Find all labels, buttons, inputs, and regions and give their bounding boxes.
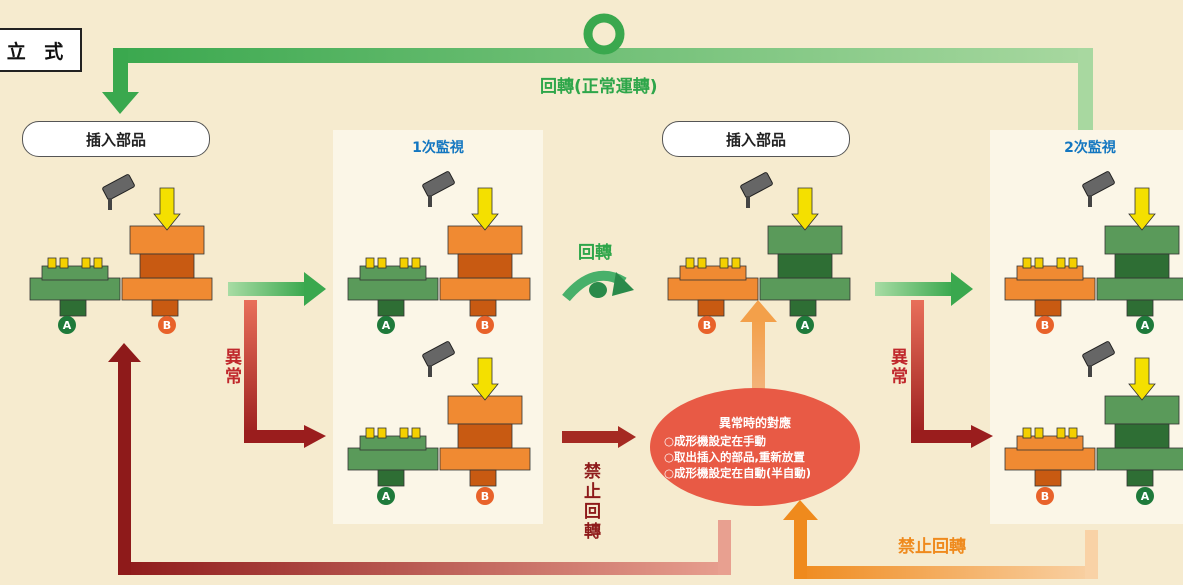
top-rotation-label: 回轉(正常運轉) bbox=[540, 77, 658, 97]
insert-parts-label-2: 插入部品 bbox=[662, 121, 850, 157]
station-badge-a: A bbox=[58, 316, 76, 334]
response-heading: 異常時的對應 bbox=[718, 415, 791, 430]
lower-mold-right bbox=[121, 277, 213, 301]
mold-press-icon bbox=[1128, 187, 1156, 231]
mold-press-icon bbox=[153, 187, 181, 231]
upper-mold bbox=[1104, 225, 1180, 255]
insert-parts-label-1: 插入部品 bbox=[22, 121, 210, 157]
mold-press-icon bbox=[471, 187, 499, 231]
mold-press-icon bbox=[471, 357, 499, 401]
station-badge-b: B bbox=[1036, 487, 1054, 505]
mold-press-icon bbox=[791, 187, 819, 231]
lower-mold-left bbox=[667, 277, 759, 301]
response-item: ○成形機設定在手動 bbox=[664, 433, 767, 448]
loop-circle-icon bbox=[583, 13, 625, 55]
upper-mold bbox=[767, 225, 843, 255]
camera-icon bbox=[1082, 171, 1115, 207]
response-item: ○成形機設定在自動(半自動) bbox=[664, 465, 812, 480]
bottom-return-arrow bbox=[108, 343, 731, 575]
orange-return-arrow bbox=[740, 300, 1098, 579]
response-item: ○取出插入的部品,重新放置 bbox=[664, 449, 805, 464]
abnormal-label-1: 異常 bbox=[221, 348, 241, 386]
to-response-arrow bbox=[562, 426, 636, 448]
green-arrow-1 bbox=[228, 272, 326, 306]
rotate-label: 回轉 bbox=[578, 243, 612, 263]
upper-mold bbox=[1104, 395, 1180, 425]
camera-icon bbox=[422, 341, 455, 377]
abnormal-arrow-1 bbox=[244, 300, 326, 448]
station-badge-a: A bbox=[1136, 316, 1154, 334]
station-badge-a: A bbox=[1136, 487, 1154, 505]
station-badge-b: B bbox=[1036, 316, 1054, 334]
no-rotate-vertical-label: 禁止回轉 bbox=[580, 462, 600, 542]
station-badge-b: B bbox=[158, 316, 176, 334]
lower-mold-left bbox=[347, 447, 439, 471]
station-badge-a: A bbox=[796, 316, 814, 334]
lower-mold-right bbox=[439, 277, 531, 301]
station-badge-b: B bbox=[698, 316, 716, 334]
lower-mold-right bbox=[1096, 277, 1183, 301]
abnormal-arrow-2 bbox=[911, 300, 993, 448]
lower-mold-left bbox=[1004, 277, 1096, 301]
abnormal-response-box: 異常時的對應 ○成形機設定在手動 ○取出插入的部品,重新放置 ○成形機設定在自動… bbox=[650, 388, 860, 506]
camera-icon bbox=[422, 171, 455, 207]
station-badge-a: A bbox=[377, 316, 395, 334]
mold-press-icon bbox=[1128, 357, 1156, 401]
station-badge-b: B bbox=[476, 316, 494, 334]
page-title: 立 式 bbox=[0, 28, 82, 72]
camera-icon bbox=[740, 172, 773, 208]
lower-mold-left bbox=[1004, 447, 1096, 471]
camera-icon bbox=[1082, 341, 1115, 377]
station-badge-b: B bbox=[476, 487, 494, 505]
lower-mold-right bbox=[759, 277, 851, 301]
monitor-1-title: 1次監視 bbox=[412, 140, 464, 156]
green-arrow-2 bbox=[875, 272, 973, 306]
lower-mold-right bbox=[439, 447, 531, 471]
upper-mold bbox=[447, 225, 523, 255]
camera-icon bbox=[102, 174, 135, 210]
lower-mold-left bbox=[347, 277, 439, 301]
top-return-arrow bbox=[102, 13, 1093, 130]
no-rotate-horizontal-label: 禁止回轉 bbox=[898, 537, 966, 557]
abnormal-label-2: 異常 bbox=[887, 348, 907, 386]
monitor-2-title: 2次監視 bbox=[1064, 140, 1116, 156]
station-badge-a: A bbox=[377, 487, 395, 505]
lower-mold-right bbox=[1096, 447, 1183, 471]
rotate-arrow-icon bbox=[562, 270, 634, 302]
lower-mold-left bbox=[29, 277, 121, 301]
